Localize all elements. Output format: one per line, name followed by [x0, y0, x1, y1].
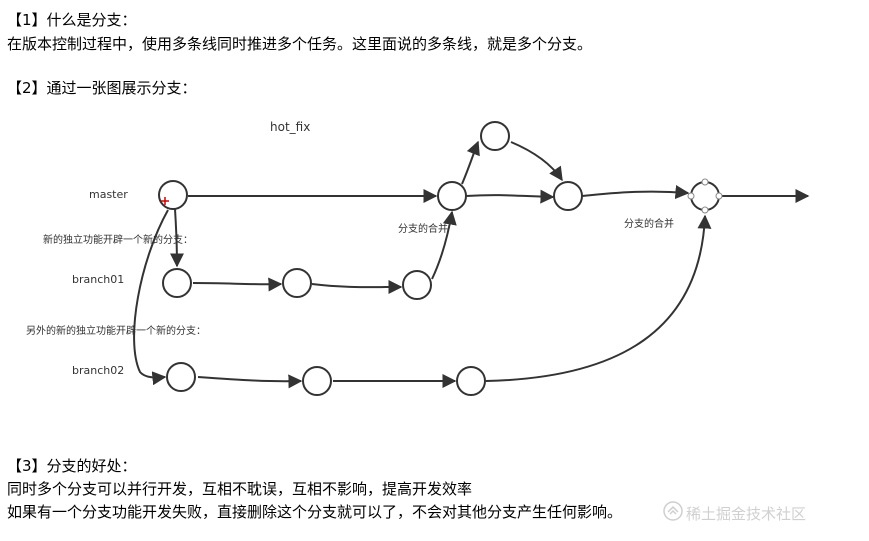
new-feature-note: 新的独立功能开辟一个新的分支： — [43, 235, 193, 246]
branch01-label: branch01 — [72, 273, 125, 286]
edge-branch01-1 — [192, 277, 283, 292]
handle-bottom — [701, 206, 709, 214]
edge-branch02-1 — [197, 374, 303, 389]
branch02-commit-3 — [456, 366, 486, 396]
master-commit-3 — [553, 181, 583, 211]
hotfix-commit — [480, 121, 510, 151]
merge-label-2: 分支的合并 — [624, 219, 674, 230]
handle-left — [687, 192, 695, 200]
edge-master-2 — [465, 189, 555, 204]
merge-label-1: 分支的合并 — [398, 224, 448, 235]
branch02-commit-2 — [302, 366, 332, 396]
section3-line1: 同时多个分支可以并行开发，互相不耽误，互相不影响，提高开发效率 — [7, 480, 473, 498]
edge-to-branch01 — [169, 208, 184, 268]
hotfix-label: hot_fix — [270, 120, 311, 134]
section3-line2: 如果有一个分支功能开发失败，直接删除这个分支就可以了，不会对其他分支产生任何影响… — [7, 503, 623, 521]
edge-branch01-merge — [431, 210, 457, 280]
edge-from-hotfix — [510, 141, 563, 182]
branch01-commit-2 — [282, 268, 312, 298]
section3-heading: 【3】分支的好处： — [7, 457, 137, 475]
branch01-commit-3 — [402, 270, 432, 300]
branch02-commit-1 — [166, 362, 196, 392]
watermark-logo-icon — [663, 501, 683, 521]
watermark-text: 稀土掘金技术社区 — [686, 505, 807, 523]
another-feature-note: 另外的新的独立功能开辟一个新的分支： — [26, 326, 206, 337]
branch01-commit-1 — [162, 268, 192, 298]
branch02-label: branch02 — [72, 364, 125, 377]
master-commit-2 — [437, 181, 467, 211]
handle-right — [715, 192, 723, 200]
section1-heading: 【1】什么是分支： — [7, 11, 137, 29]
section2-heading: 【2】通过一张图展示分支： — [7, 79, 197, 97]
edge-to-branch02 — [133, 209, 169, 386]
edge-to-hotfix — [461, 140, 480, 185]
handle-top — [701, 178, 709, 186]
merge-commit — [690, 181, 720, 211]
section1-body: 在版本控制过程中，使用多条线同时推进多个任务。这里面说的多条线，就是多个分支。 — [7, 35, 593, 53]
master-commit-1 — [158, 180, 188, 210]
master-label: master — [89, 188, 128, 201]
edge-master-3 — [581, 185, 690, 199]
edge-branch01-2 — [311, 280, 403, 295]
edge-branch02-merge — [485, 214, 712, 382]
